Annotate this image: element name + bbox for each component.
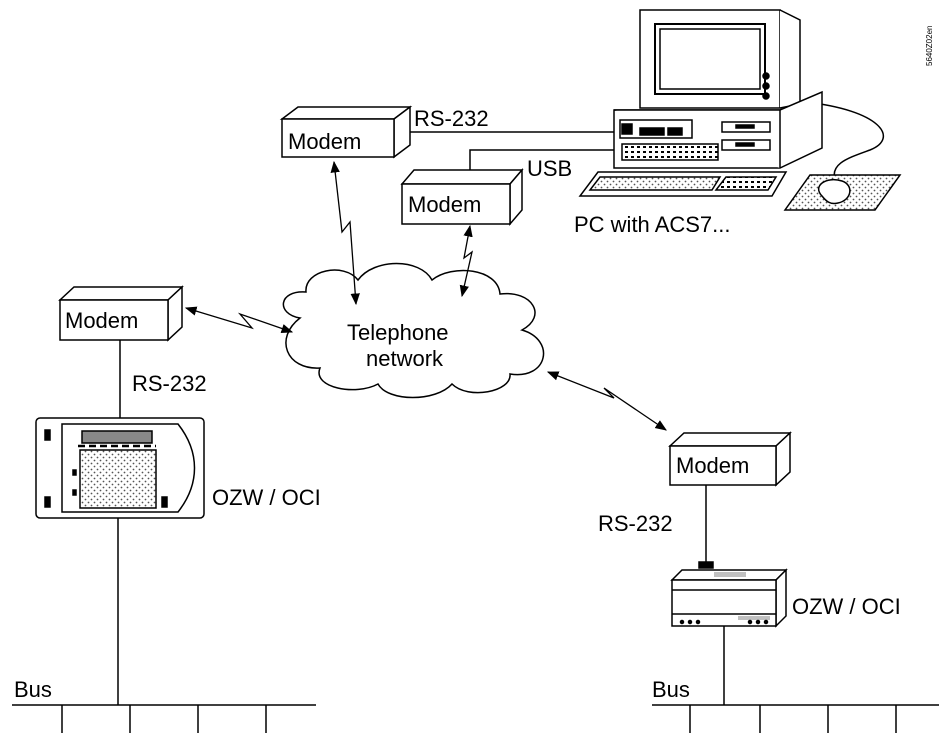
link-modem-pc-usb-network <box>459 224 474 298</box>
network-label-line1: Telephone <box>347 320 449 345</box>
modem-pc-rs232-label: Modem <box>288 129 361 154</box>
ozw-oci-device-left <box>35 417 205 519</box>
modem-left <box>58 285 184 342</box>
modem-pc-usb-label: Modem <box>408 192 481 217</box>
left-device-label: OZW / OCI <box>212 485 321 510</box>
right-device-label: OZW / OCI <box>792 594 901 619</box>
modem-right-label: Modem <box>676 453 749 478</box>
pc-rs232-label: RS-232 <box>414 106 489 131</box>
left-bus-label: Bus <box>14 677 52 702</box>
monitor <box>639 9 801 109</box>
left-rs232-label: RS-232 <box>132 371 207 396</box>
pc-usb-label: USB <box>527 156 572 181</box>
ozw-oci-device-right <box>670 561 788 628</box>
figure-id: 5640Z02en <box>925 26 934 66</box>
right-bus-label: Bus <box>652 677 690 702</box>
network-label-line2: network <box>366 346 444 371</box>
right-bus-line <box>652 704 939 733</box>
modem-pc-rs232 <box>279 105 413 159</box>
mouse <box>783 174 902 211</box>
modem-right <box>668 431 792 487</box>
link-modem-left-network <box>184 306 294 333</box>
keyboard <box>578 171 788 197</box>
system-unit <box>613 90 823 169</box>
modem-pc-usb <box>400 167 524 227</box>
link-modem-pc-rs232-network <box>330 160 360 306</box>
pc-caption: PC with ACS7... <box>574 212 731 237</box>
left-bus-line <box>12 704 316 733</box>
pc-usb-line <box>469 149 614 170</box>
modem-left-label: Modem <box>65 308 138 333</box>
right-rs232-label: RS-232 <box>598 511 673 536</box>
link-network-modem-right <box>546 371 667 431</box>
pc-workstation <box>578 9 902 211</box>
